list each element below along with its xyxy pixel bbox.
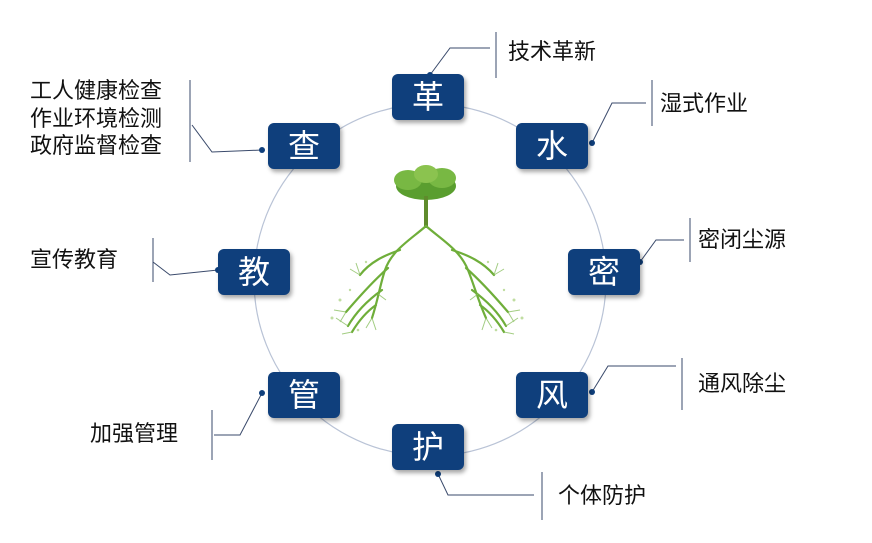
label-shui: 湿式作业 xyxy=(660,92,748,118)
node-char: 教 xyxy=(237,253,270,291)
label-line: 技术革新 xyxy=(508,40,597,65)
label-ge: 技术革新 xyxy=(508,40,596,66)
node-char: 管 xyxy=(287,376,320,414)
node-char: 风 xyxy=(535,376,568,414)
connector-hu xyxy=(437,473,534,496)
label-feng: 通风除尘 xyxy=(698,372,786,398)
label-guan: 加强管理 xyxy=(90,422,178,448)
node-guan: 管 xyxy=(268,372,340,418)
connector-guan xyxy=(214,392,263,436)
connector-feng xyxy=(591,365,676,393)
node-feng: 风 xyxy=(516,372,588,418)
label-line: 湿式作业 xyxy=(660,92,749,117)
label-line: 作业环境检测 xyxy=(30,106,163,132)
connector-mi xyxy=(639,239,684,263)
connector-ge xyxy=(429,47,490,76)
label-hu: 个体防护 xyxy=(558,484,646,510)
connector-jiao xyxy=(152,261,219,276)
label-line: 通风除尘 xyxy=(698,372,787,397)
node-shui: 水 xyxy=(516,123,588,169)
connector-cha xyxy=(191,124,263,153)
label-line: 政府监督检查 xyxy=(30,134,163,159)
label-mi: 密闭尘源 xyxy=(698,228,786,254)
node-char: 密 xyxy=(587,253,620,291)
label-line: 宣传教育 xyxy=(30,248,119,273)
node-cha: 查 xyxy=(268,123,340,169)
node-mi: 密 xyxy=(568,249,640,295)
label-line: 工人健康检查 xyxy=(30,79,163,104)
connector-shui xyxy=(591,102,646,144)
node-char: 查 xyxy=(287,127,320,165)
node-jiao: 教 xyxy=(218,249,290,295)
label-line: 加强管理 xyxy=(90,422,179,447)
node-ge: 革 xyxy=(392,74,464,120)
node-char: 护 xyxy=(411,428,444,466)
label-line: 密闭尘源 xyxy=(698,228,787,253)
connectors xyxy=(152,32,691,520)
label-cha: 工人健康检查 作业环境检测 政府监督检查 xyxy=(30,78,162,161)
label-line: 个体防护 xyxy=(558,484,647,509)
node-char: 革 xyxy=(411,78,444,116)
label-jiao: 宣传教育 xyxy=(30,248,118,274)
node-char: 水 xyxy=(535,127,568,165)
tree-lungs-icon xyxy=(330,165,524,335)
node-hu: 护 xyxy=(392,424,464,470)
